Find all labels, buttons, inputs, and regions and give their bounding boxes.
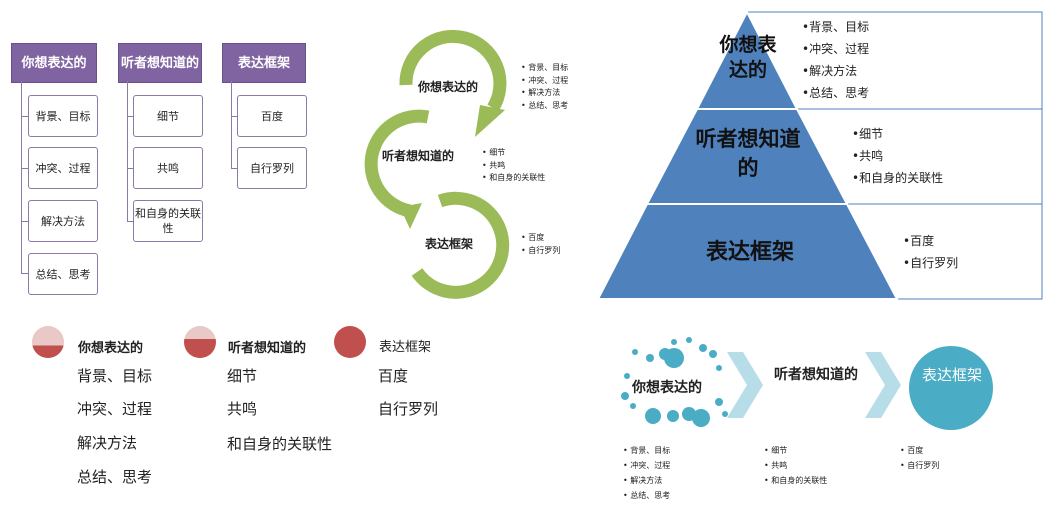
chevron-right-icon (727, 352, 763, 418)
tree-head-2: 听者想知道的 (118, 43, 202, 83)
process-diagram (621, 337, 993, 430)
list-item: 百度 (521, 232, 560, 245)
list-item: 百度 (903, 230, 958, 252)
tree-item: 背景、目标 (28, 95, 98, 137)
tree-connector (21, 221, 29, 222)
cycle-title-3: 表达框架 (425, 237, 474, 251)
cycle-diagram (364, 29, 510, 299)
chevron-right-icon (865, 352, 901, 418)
cycle-arrowhead (475, 105, 505, 137)
list-item: 和自身的关联性 (227, 435, 333, 453)
list-item: 和自身的关联性 (764, 473, 827, 488)
tree-connector (231, 81, 232, 169)
process-list-2: 细节 共鸣 和自身的关联性 (764, 443, 827, 488)
list-item: 自行罗列 (900, 458, 939, 473)
cycle-list-2: 细节 共鸣 和自身的关联性 (482, 147, 545, 185)
list-item: 冲突、过程 (521, 75, 568, 88)
list-item: 背景、目标 (521, 62, 568, 75)
list-item: 百度 (378, 367, 409, 385)
list-item: 细节 (852, 123, 943, 145)
cycle-list-3: 百度 自行罗列 (521, 232, 560, 257)
cycle-list-1: 背景、目标 冲突、过程 解决方法 总结、思考 (521, 62, 568, 112)
list-item: 背景、目标 (802, 16, 869, 38)
tree-connector (231, 116, 238, 117)
list-item: 解决方法 (521, 87, 568, 100)
pyramid-title-2: 听者想知道的 (695, 126, 801, 180)
pyramid-list-3: 百度 自行罗列 (903, 230, 958, 274)
process-title-2: 听者想知道的 (774, 367, 858, 383)
list-item: 和自身的关联性 (482, 172, 545, 185)
tree-connector (21, 81, 22, 274)
tree-connector (21, 168, 29, 169)
list-item: 细节 (764, 443, 827, 458)
cycle-title-1: 你想表达的 (418, 80, 479, 94)
pyramid-title-1: 你想表达的 (719, 34, 777, 81)
tree-head-1: 你想表达的 (11, 43, 97, 83)
list-item: 共鸣 (764, 458, 827, 473)
tree-connector (127, 81, 128, 221)
list-item: 总结、思考 (623, 488, 670, 503)
list-item: 解决方法 (77, 434, 138, 452)
tree-connector (127, 168, 134, 169)
tree-item: 冲突、过程 (28, 147, 98, 189)
cycle-arrow-ring (364, 109, 430, 218)
dot-ring (621, 337, 728, 427)
list-item: 自行罗列 (521, 245, 560, 258)
list-item: 背景、目标 (623, 443, 670, 458)
pyramid-row-border (746, 11, 1043, 110)
pyramid-list-2: 细节 共鸣 和自身的关联性 (852, 123, 943, 189)
process-list-3: 百度 自行罗列 (900, 443, 939, 473)
circle-level-icon-1 (32, 326, 64, 358)
tree-connector (127, 221, 134, 222)
list-item: 共鸣 (227, 400, 258, 418)
process-title-3: 表达框架 (922, 366, 983, 384)
circle-title-1: 你想表达的 (78, 341, 144, 356)
pyramid-diagram (597, 10, 1043, 300)
process-title-1: 你想表达的 (632, 380, 702, 396)
list-item: 冲突、过程 (623, 458, 670, 473)
list-item: 细节 (227, 367, 258, 385)
list-item: 和自身的关联性 (852, 167, 943, 189)
tree-item: 百度 (237, 95, 307, 137)
process-step-3-circle (909, 346, 993, 430)
tree-item: 共鸣 (133, 147, 203, 189)
list-item: 冲突、过程 (77, 400, 153, 418)
list-item: 总结、思考 (77, 468, 153, 486)
tree-connector (127, 116, 134, 117)
cycle-arrow-ring (411, 191, 510, 299)
pyramid-title-3: 表达框架 (705, 239, 794, 265)
tree-connector (21, 273, 29, 274)
cycle-title-2: 听者想知道的 (381, 149, 454, 163)
list-item: 细节 (482, 147, 545, 160)
pyramid-level-3 (597, 203, 899, 300)
list-item: 百度 (900, 443, 939, 458)
list-item: 总结、思考 (521, 100, 568, 113)
circle-title-3: 表达框架 (379, 340, 432, 355)
process-list-1: 背景、目标 冲突、过程 解决方法 总结、思考 (623, 443, 670, 503)
list-item: 共鸣 (482, 160, 545, 173)
list-item: 解决方法 (623, 473, 670, 488)
list-item: 总结、思考 (802, 82, 869, 104)
tree-head-3: 表达框架 (222, 43, 306, 83)
tree-item: 解决方法 (28, 200, 98, 242)
tree-item: 细节 (133, 95, 203, 137)
circle-icons (32, 326, 366, 359)
circle-level-icon-2 (184, 326, 216, 359)
tree-item: 自行罗列 (237, 147, 307, 189)
circle-level-icon-3 (334, 326, 366, 358)
tree-connector (21, 116, 29, 117)
tree-item: 和自身的关联性 (133, 200, 203, 242)
cycle-arrowhead (400, 203, 422, 229)
tree-connector (231, 168, 238, 169)
list-item: 自行罗列 (903, 252, 958, 274)
cycle-arrow-ring (399, 29, 507, 112)
list-item: 背景、目标 (77, 367, 153, 385)
list-item: 解决方法 (802, 60, 869, 82)
list-item: 自行罗列 (378, 400, 439, 418)
list-item: 冲突、过程 (802, 38, 869, 60)
pyramid-list-1: 背景、目标 冲突、过程 解决方法 总结、思考 (802, 16, 869, 104)
tree-item: 总结、思考 (28, 253, 98, 295)
list-item: 共鸣 (852, 145, 943, 167)
circle-title-2: 听者想知道的 (228, 341, 307, 356)
